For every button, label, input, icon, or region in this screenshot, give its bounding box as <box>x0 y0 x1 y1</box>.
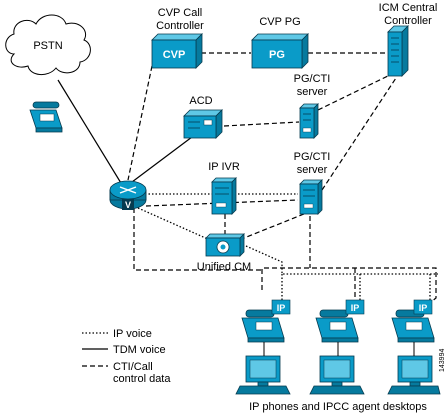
agent-station-2: IP <box>309 299 365 395</box>
ip-badge: IP <box>277 303 286 313</box>
pgcti-bottom-server-icon <box>299 179 323 215</box>
unified-cm-icon <box>205 233 245 257</box>
icm-label-1: ICM Central <box>379 2 438 14</box>
legend-ip-voice: IP voice <box>113 328 152 340</box>
agent-desktop-icon <box>387 355 441 395</box>
agents-caption: IP phones and IPCC agent desktops <box>249 401 427 413</box>
line-pgcti-top-icm <box>317 73 393 111</box>
line-cvp-gateway <box>127 65 153 181</box>
pgcti-top-label-2: server <box>297 86 328 98</box>
legend-cti-line-1: CTI/Call <box>113 361 153 373</box>
ip-phone-icon: IP <box>315 299 365 343</box>
line-gateway-ucm-dotted <box>137 207 211 241</box>
cvp-pg-label: CVP PG <box>259 16 300 28</box>
line-ucm-phones-dotted <box>245 245 438 275</box>
agent-desktop-icon <box>309 355 365 395</box>
ip-ivr-label: IP IVR <box>208 161 240 173</box>
legend: IP voice TDM voice CTI/Call control data <box>82 328 171 385</box>
ip-ivr-server-icon <box>211 177 237 215</box>
line-acd-pgcti-top <box>223 121 300 127</box>
agent-station-3: IP <box>387 299 441 395</box>
cvp-badge: CVP <box>163 49 186 61</box>
cvp-pg-box: PG <box>251 33 309 69</box>
legend-cti-line-2: control data <box>113 373 171 385</box>
line-gateway-bus <box>133 208 262 271</box>
line-acd-gateway <box>131 133 197 183</box>
line-pgcti-bottom-ucm <box>243 213 305 239</box>
ip-phone-icon: IP <box>391 299 435 343</box>
connection-lines <box>57 52 438 307</box>
icm-server-icon <box>387 25 409 77</box>
agent-desktop-icon <box>235 355 291 395</box>
pstn-label: PSTN <box>33 40 62 52</box>
pgcti-bottom-label-2: server <box>297 164 328 176</box>
pgcti-top-label-1: PG/CTI <box>294 73 331 85</box>
pgcti-top-server-icon <box>299 103 319 139</box>
cvp-call-controller-label-1: CVP Call <box>158 7 202 19</box>
line-pgcti-bottom-icm <box>321 77 397 191</box>
unified-cm-label: Unified CM <box>197 261 251 273</box>
figure-id: 143994 <box>439 349 446 372</box>
pgcti-bottom-label-1: PG/CTI <box>294 151 331 163</box>
ip-phone-icon: IP <box>241 299 291 343</box>
legend-tdm-voice: TDM voice <box>113 344 166 356</box>
icm-label-2: Controller <box>384 15 432 27</box>
voice-gateway-router-icon: V <box>109 180 147 210</box>
agent-station-1: IP <box>235 299 291 395</box>
line-agents-bus <box>261 267 437 307</box>
pstn-cloud: PSTN <box>5 14 91 75</box>
cvp-call-controller-label-2: Controller <box>156 20 204 32</box>
acd-label: ACD <box>189 95 212 107</box>
ip-badge: IP <box>351 303 360 313</box>
pg-badge: PG <box>269 49 285 61</box>
cvp-call-controller-box: CVP <box>151 33 203 69</box>
ip-badge: IP <box>419 303 428 313</box>
pstn-telephone-icon <box>29 101 63 133</box>
acd-switch-icon <box>183 109 223 139</box>
line-pstn-gateway <box>57 79 125 189</box>
voice-gateway-badge: V <box>125 200 131 210</box>
